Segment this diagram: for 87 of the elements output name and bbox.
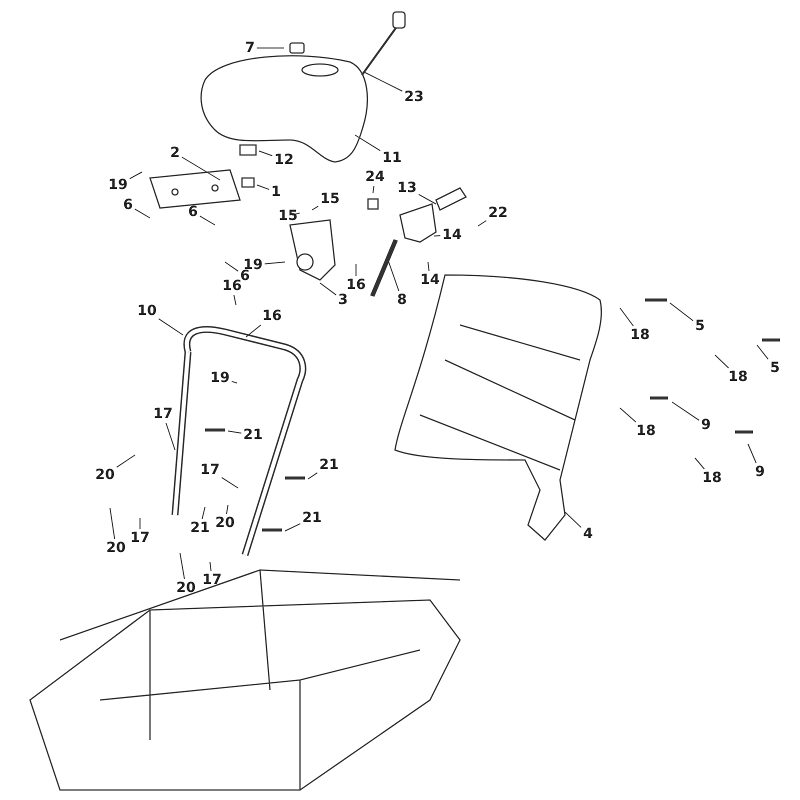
callout-number: 3 bbox=[338, 292, 348, 308]
leader-line bbox=[388, 260, 400, 292]
leader-line bbox=[258, 150, 273, 156]
leader-line bbox=[129, 172, 142, 180]
callout-number: 7 bbox=[245, 40, 255, 56]
leader-line bbox=[478, 220, 487, 226]
callout-number: 19 bbox=[210, 370, 230, 386]
leader-line bbox=[228, 430, 242, 434]
callout-number: 9 bbox=[701, 417, 711, 433]
leader-line bbox=[714, 354, 730, 368]
callout-number: 16 bbox=[262, 308, 282, 324]
leader-line bbox=[264, 262, 286, 264]
leader-line bbox=[428, 262, 430, 272]
callout-number: 5 bbox=[770, 360, 780, 376]
leader-line bbox=[256, 184, 270, 190]
leader-line bbox=[434, 235, 441, 236]
callout-number: 8 bbox=[397, 292, 407, 308]
callout-number: 16 bbox=[222, 278, 242, 294]
callout-number: 6 bbox=[240, 268, 250, 284]
leader-line bbox=[110, 508, 116, 540]
callout-number: 22 bbox=[488, 205, 508, 221]
callout-number: 17 bbox=[153, 406, 173, 422]
callout-number: 13 bbox=[397, 180, 417, 196]
leader-line bbox=[620, 308, 634, 326]
callout-number: 6 bbox=[123, 197, 133, 213]
leader-line bbox=[372, 186, 374, 194]
leader-line bbox=[202, 506, 206, 520]
leader-line bbox=[364, 72, 403, 92]
leader-line bbox=[748, 444, 757, 464]
leader-line bbox=[158, 318, 184, 336]
leader-line bbox=[670, 302, 694, 322]
callout-number: 15 bbox=[320, 191, 340, 207]
callout-number: 2 bbox=[170, 145, 180, 161]
callout-number: 20 bbox=[106, 540, 126, 556]
leader-line bbox=[233, 294, 236, 306]
callout-number: 18 bbox=[636, 423, 656, 439]
callout-number: 20 bbox=[176, 580, 196, 596]
callout-number: 17 bbox=[130, 530, 150, 546]
callout-number: 6 bbox=[188, 204, 198, 220]
callout-number: 21 bbox=[302, 510, 322, 526]
leader-line bbox=[312, 206, 319, 210]
leader-line bbox=[231, 380, 238, 384]
callout-number: 5 bbox=[695, 318, 705, 334]
leader-line bbox=[224, 262, 239, 272]
callout-number: 18 bbox=[728, 369, 748, 385]
leader-line bbox=[246, 324, 262, 338]
leader-line bbox=[226, 504, 228, 514]
leader-line bbox=[672, 402, 700, 421]
leader-line bbox=[199, 216, 216, 226]
callout-number: 24 bbox=[365, 169, 385, 185]
leader-line bbox=[181, 156, 220, 180]
leader-line bbox=[354, 134, 381, 152]
callout-number: 19 bbox=[108, 177, 128, 193]
leader-line bbox=[180, 552, 185, 580]
callout-number: 15 bbox=[278, 208, 298, 224]
leader-line bbox=[166, 422, 176, 450]
leader-line bbox=[210, 562, 212, 572]
callout-number: 21 bbox=[190, 520, 210, 536]
callout-number: 12 bbox=[274, 152, 294, 168]
callout-number: 20 bbox=[95, 467, 115, 483]
callout-number: 17 bbox=[200, 462, 220, 478]
callout-number: 18 bbox=[630, 327, 650, 343]
callout-number: 10 bbox=[137, 303, 157, 319]
leader-line bbox=[756, 344, 769, 360]
callout-number: 20 bbox=[215, 515, 235, 531]
callout-number: 9 bbox=[755, 464, 765, 480]
callout-number: 14 bbox=[420, 272, 440, 288]
leader-line bbox=[308, 472, 318, 480]
callout-number: 11 bbox=[382, 150, 402, 166]
leader-line bbox=[564, 512, 582, 528]
leader-line bbox=[418, 194, 436, 204]
callout-number: 23 bbox=[404, 89, 424, 105]
callout-number: 17 bbox=[202, 572, 222, 588]
leader-line bbox=[620, 408, 636, 422]
leader-line bbox=[116, 454, 136, 468]
callout-number: 18 bbox=[702, 470, 722, 486]
callout-number: 4 bbox=[583, 526, 593, 542]
leader-line bbox=[694, 458, 705, 470]
callout-number: 1 bbox=[271, 184, 281, 200]
callout-number: 21 bbox=[319, 457, 339, 473]
callout-number: 14 bbox=[442, 227, 462, 243]
callout-number: 21 bbox=[243, 427, 263, 443]
leader-line bbox=[320, 282, 337, 296]
callout-number: 16 bbox=[346, 277, 366, 293]
leader-line bbox=[221, 477, 238, 488]
leader-line bbox=[134, 208, 150, 218]
leader-line bbox=[284, 523, 301, 532]
